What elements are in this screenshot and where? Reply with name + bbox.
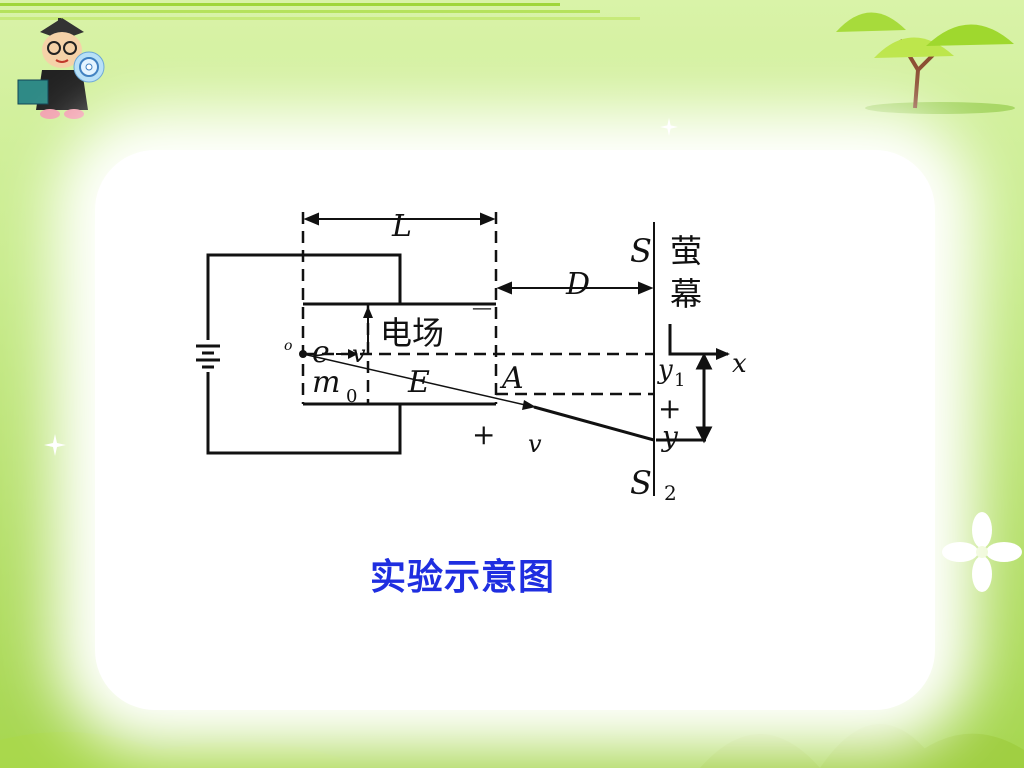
label-y1-subscript: 1 (674, 370, 685, 391)
electron-trajectory (302, 353, 655, 442)
label-v-in: v (352, 340, 366, 368)
field-label: 电场 (380, 314, 444, 352)
trajectory-arrowhead (522, 400, 536, 410)
sign-plus-screen: + (658, 392, 681, 425)
distance-d-dimension (496, 281, 654, 295)
top-stripes (0, 0, 1024, 30)
grass-decoration (0, 724, 1024, 768)
label-S-bottom-subscript: 2 (664, 481, 677, 505)
label-E: E (407, 365, 430, 400)
battery-icon (196, 344, 220, 369)
length-l-dimension (303, 212, 496, 226)
label-o: o (284, 338, 292, 354)
screen-label-line2: 幕 (670, 275, 702, 313)
label-A: A (499, 361, 524, 396)
slide-caption: 实验示意图 (370, 557, 556, 598)
label-x: x (732, 349, 747, 379)
cd-disc-icon (73, 51, 105, 83)
content-panel (95, 150, 935, 710)
label-S-bottom: S (630, 464, 652, 502)
label-m: m (312, 365, 340, 400)
screen-label-line1: 萤 (670, 232, 702, 270)
sign-minus-plate: — (472, 295, 492, 319)
electron-entry-dot (299, 350, 307, 358)
x-axis-arrowhead (716, 348, 730, 360)
flower-icon (942, 512, 1022, 592)
label-m-subscript: 0 (346, 386, 357, 407)
label-D: D (565, 267, 590, 302)
label-S-top: S (630, 232, 652, 270)
label-y: y (660, 420, 679, 453)
initial-velocity-arrow (336, 349, 358, 359)
label-L: L (391, 209, 412, 244)
field-direction-arrow (363, 306, 373, 348)
sign-plus-plate: + (472, 418, 495, 451)
sparkle-icon (660, 118, 678, 136)
x-axis (668, 324, 728, 356)
deflection-y-dimension (656, 352, 713, 444)
label-e: e (312, 335, 330, 370)
label-y1: y (657, 355, 673, 385)
label-v-out: v (528, 430, 542, 458)
mushroom-tree-icon (836, 12, 1015, 114)
teacher-character-icon (17, 18, 88, 119)
sparkle-icon (44, 434, 66, 456)
